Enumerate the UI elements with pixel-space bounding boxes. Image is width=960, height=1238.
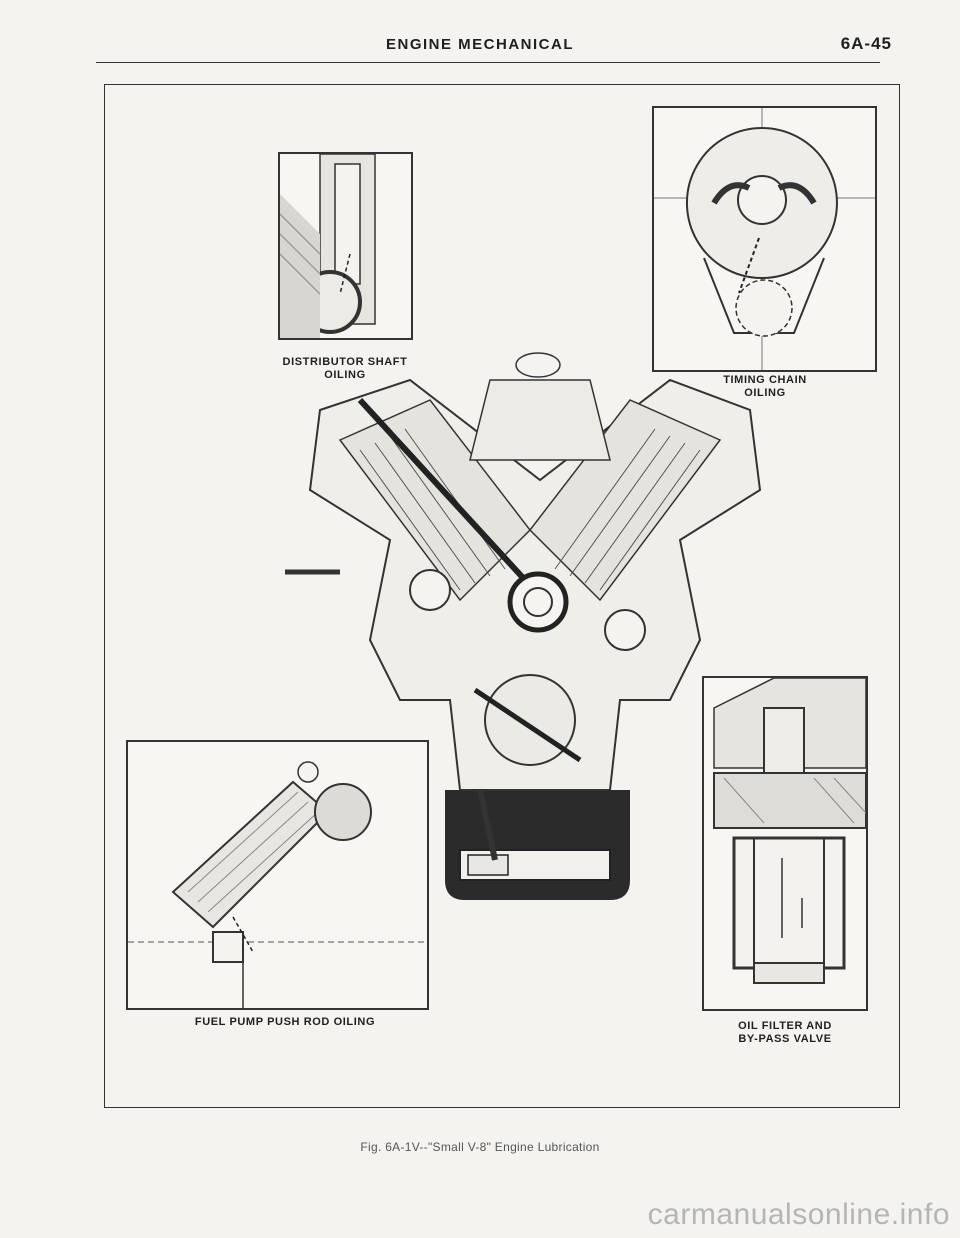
timing-chain-label-line2: OILING — [744, 387, 786, 399]
page-header-title: ENGINE MECHANICAL — [385, 36, 574, 53]
distributor-shaft-label: DISTRIBUTOR SHAFT OILING — [260, 356, 430, 382]
watermark-text: carmanualsonline.info — [647, 1198, 950, 1231]
oil-filter-label-line1: OIL FILTER AND — [738, 1020, 832, 1032]
oil-filter-label: OIL FILTER AND BY-PASS VALVE — [700, 1020, 870, 1046]
timing-chain-label: TIMING CHAIN OILING — [690, 374, 840, 400]
distributor-shaft-inset — [278, 152, 413, 340]
header-rule — [96, 62, 880, 63]
timing-chain-label-line1: TIMING CHAIN — [723, 374, 807, 386]
distributor-shaft-label-line2: OILING — [324, 369, 366, 381]
fuel-pump-push-rod-inset — [126, 740, 429, 1010]
engine-cross-section-illustration — [280, 340, 780, 910]
page-number: 6A-45 — [840, 34, 892, 53]
oil-filter-label-line2: BY-PASS VALVE — [738, 1033, 832, 1045]
oil-filter-inset — [702, 676, 868, 1011]
figure-caption: Fig. 6A-1V--"Small V-8" Engine Lubricati… — [360, 1140, 600, 1154]
fuel-pump-push-rod-label: FUEL PUMP PUSH ROD OILING — [194, 1016, 376, 1028]
figure-frame — [104, 84, 900, 1108]
distributor-shaft-label-line1: DISTRIBUTOR SHAFT — [282, 356, 408, 368]
timing-chain-inset — [652, 106, 877, 372]
